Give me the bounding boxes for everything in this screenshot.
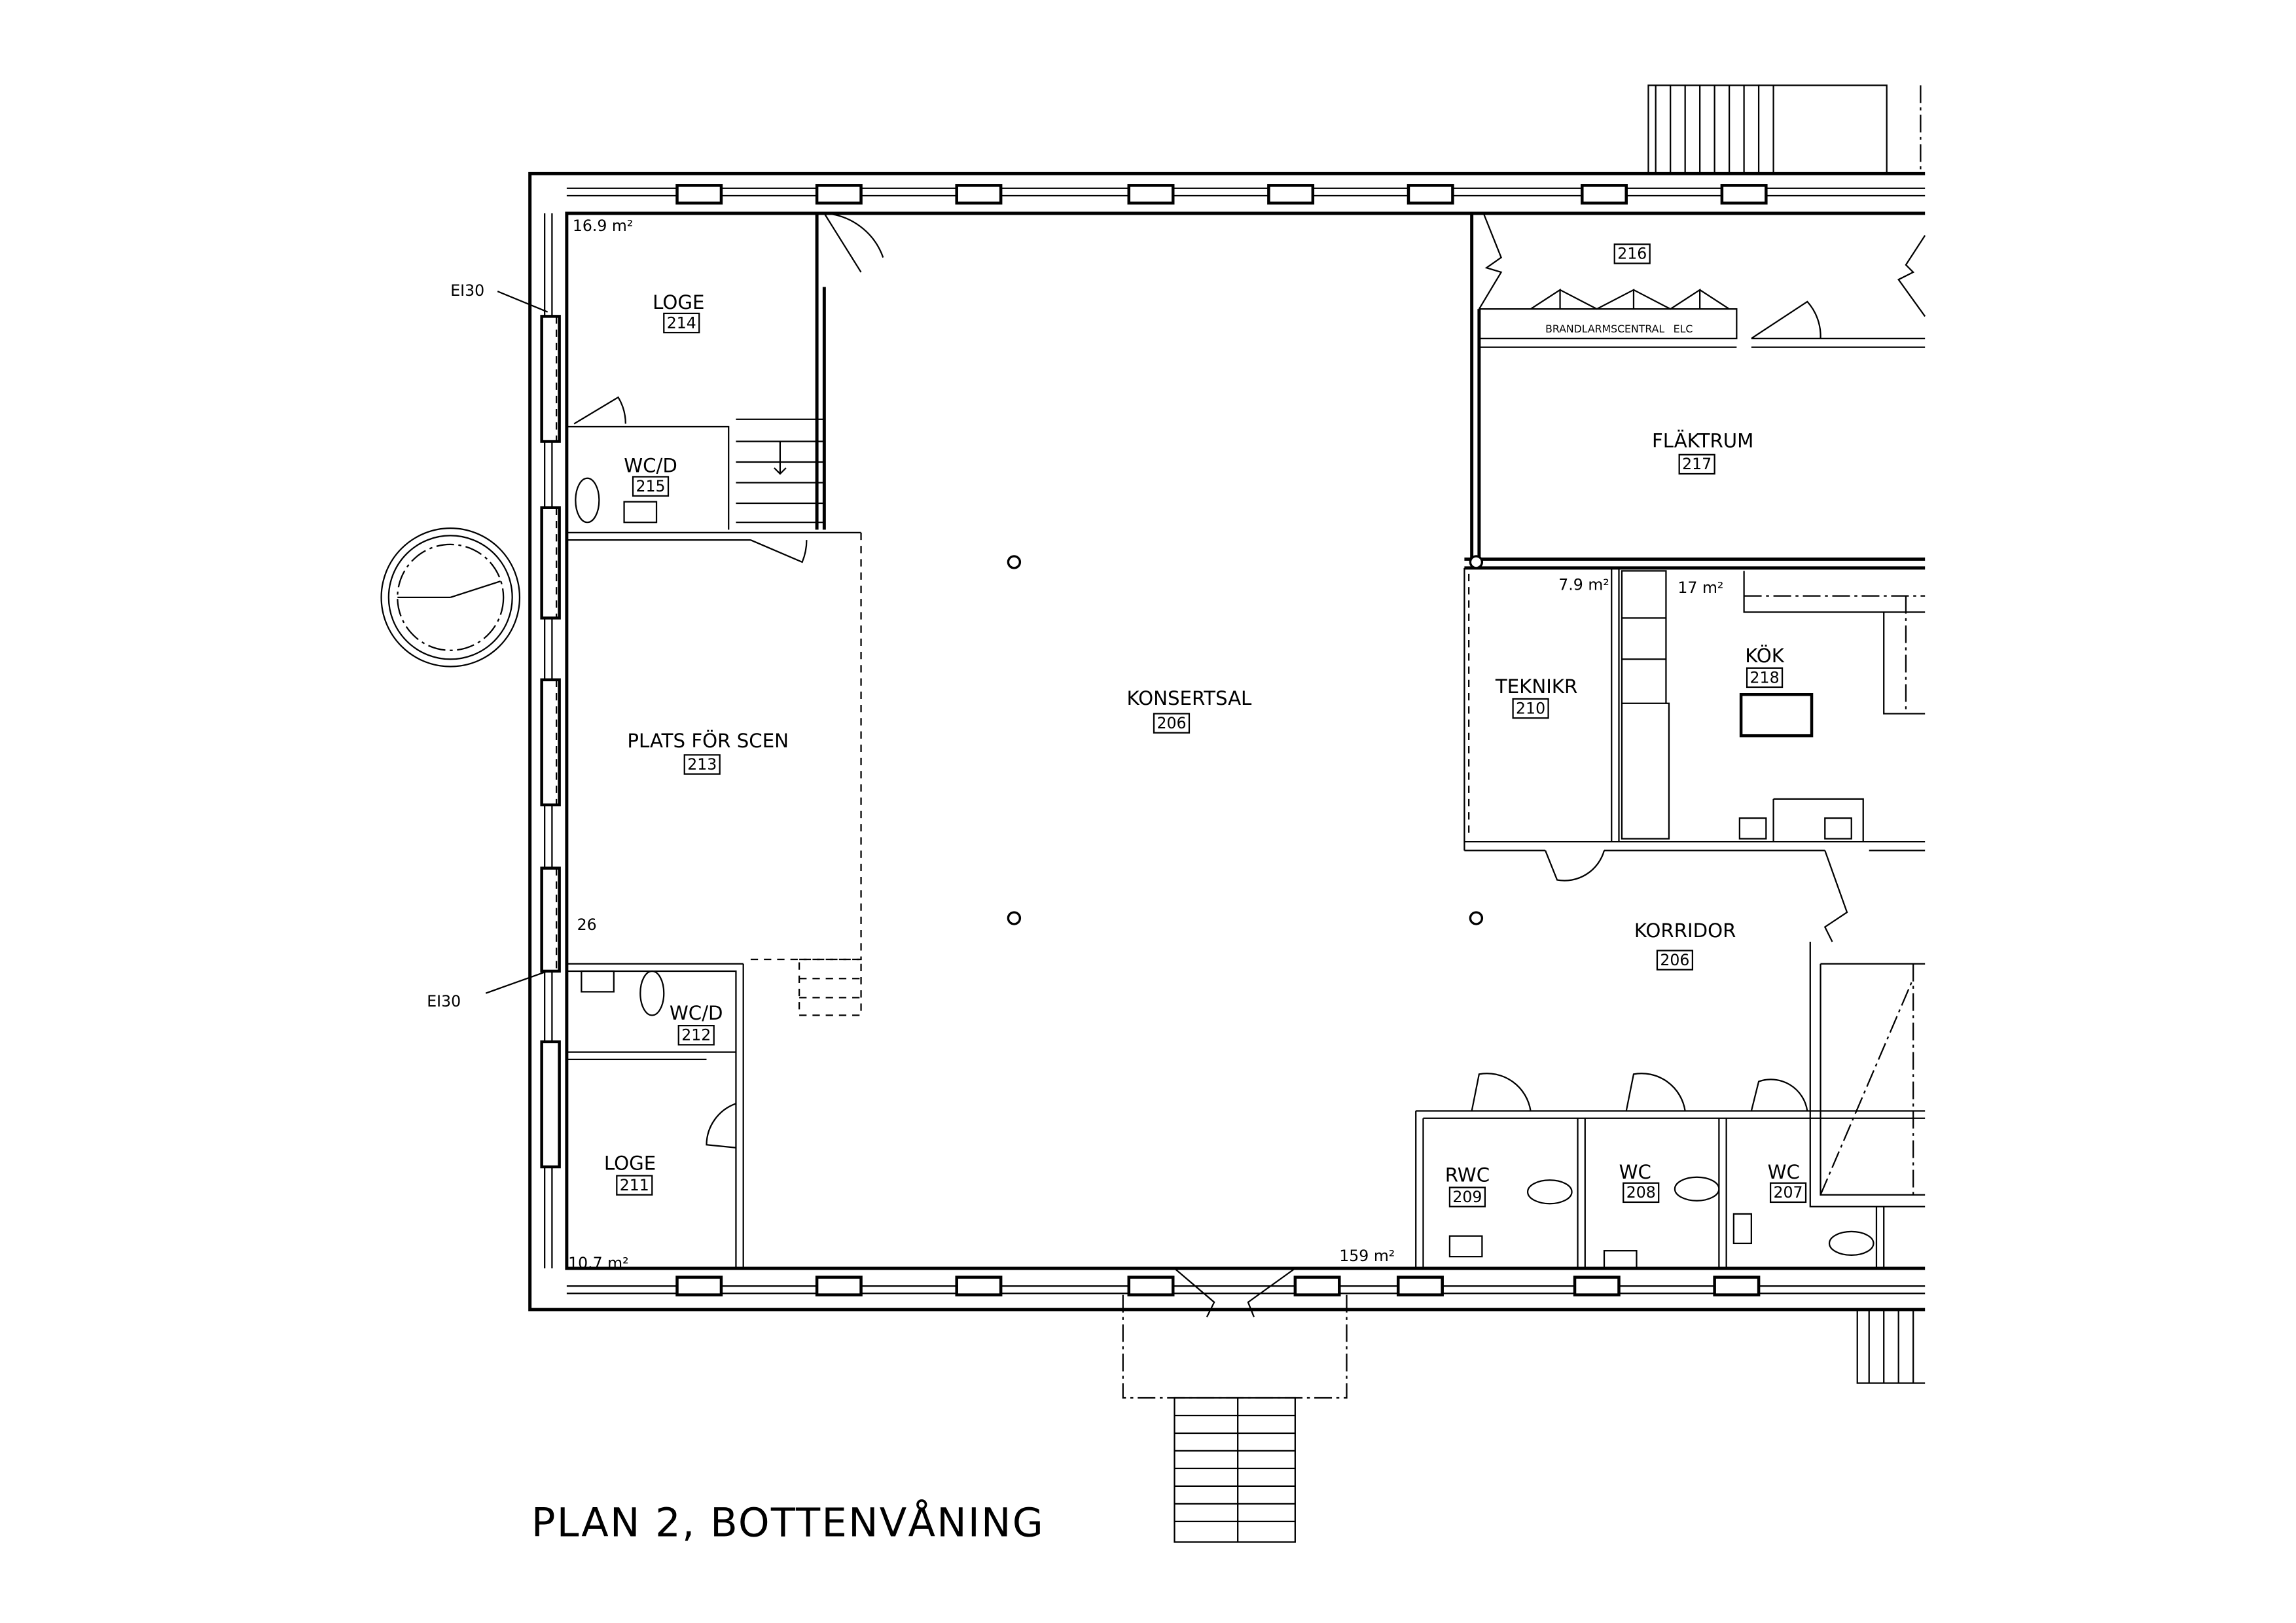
room-name: RWC <box>1445 1164 1490 1186</box>
room-area: 16.9 m² <box>573 217 633 235</box>
fire-alarm-cabinet-label: BRANDLARMSCENTRAL <box>1545 323 1664 335</box>
room-number: 210 <box>1516 699 1545 717</box>
sanitary-fixtures <box>575 477 1874 1270</box>
round-tower <box>380 527 521 668</box>
columns <box>1007 555 1484 925</box>
fire-class-label: EI30 <box>427 992 461 1010</box>
room-name: WC <box>1768 1161 1800 1183</box>
room-area: 26 <box>577 916 597 934</box>
room-name: WC/D <box>624 455 677 477</box>
room-number: 218 <box>1750 668 1780 687</box>
room-number: 206 <box>1157 714 1186 732</box>
room-number: 214 <box>667 313 696 332</box>
room-number: 211 <box>620 1176 649 1194</box>
room-area: 10.7 m² <box>568 1254 628 1272</box>
electrical-cabinet-label: ELC <box>1674 323 1693 335</box>
room-area: 7.9 m² <box>1558 576 1609 594</box>
room-name: WC <box>1619 1161 1651 1183</box>
room-name: TEKNIKR <box>1495 675 1577 698</box>
ei30-leader-bottom <box>485 970 548 994</box>
drawing-title: PLAN 2, BOTTENVÅNING <box>531 1499 1045 1546</box>
ei30-leader-top <box>497 291 548 313</box>
room-number: 217 <box>1682 455 1712 473</box>
room-name: FLÄKTRUM <box>1652 430 1753 452</box>
room-number: 209 <box>1452 1188 1482 1206</box>
room-number: 213 <box>687 755 717 774</box>
room-area: 159 m² <box>1339 1247 1395 1265</box>
exterior-stairs <box>1122 84 1926 1543</box>
room-number: 207 <box>1774 1183 1803 1202</box>
doors <box>573 212 1926 1317</box>
room-name: WC/D <box>670 1002 723 1024</box>
room-number: 206 <box>1660 951 1689 969</box>
room-name: KONSERTSAL <box>1127 687 1253 709</box>
exterior-walls <box>528 171 1926 1311</box>
room-labels: 16.9 m² LOGE 214 WC/D 215 PLATS FÖR SCEN… <box>568 217 1807 1272</box>
room-number: 208 <box>1626 1183 1656 1202</box>
room-name: LOGE <box>653 291 704 313</box>
room-area: 17 m² <box>1677 579 1723 597</box>
room-name: KORRIDOR <box>1634 919 1736 942</box>
room-name: PLATS FÖR SCEN <box>627 730 789 752</box>
room-number: 216 <box>1617 245 1647 263</box>
room-name: KÖK <box>1745 645 1785 667</box>
room-number: 212 <box>681 1026 711 1044</box>
room-number: 215 <box>636 477 666 495</box>
room-name: LOGE <box>604 1152 656 1174</box>
fire-class-label: EI30 <box>450 281 484 300</box>
